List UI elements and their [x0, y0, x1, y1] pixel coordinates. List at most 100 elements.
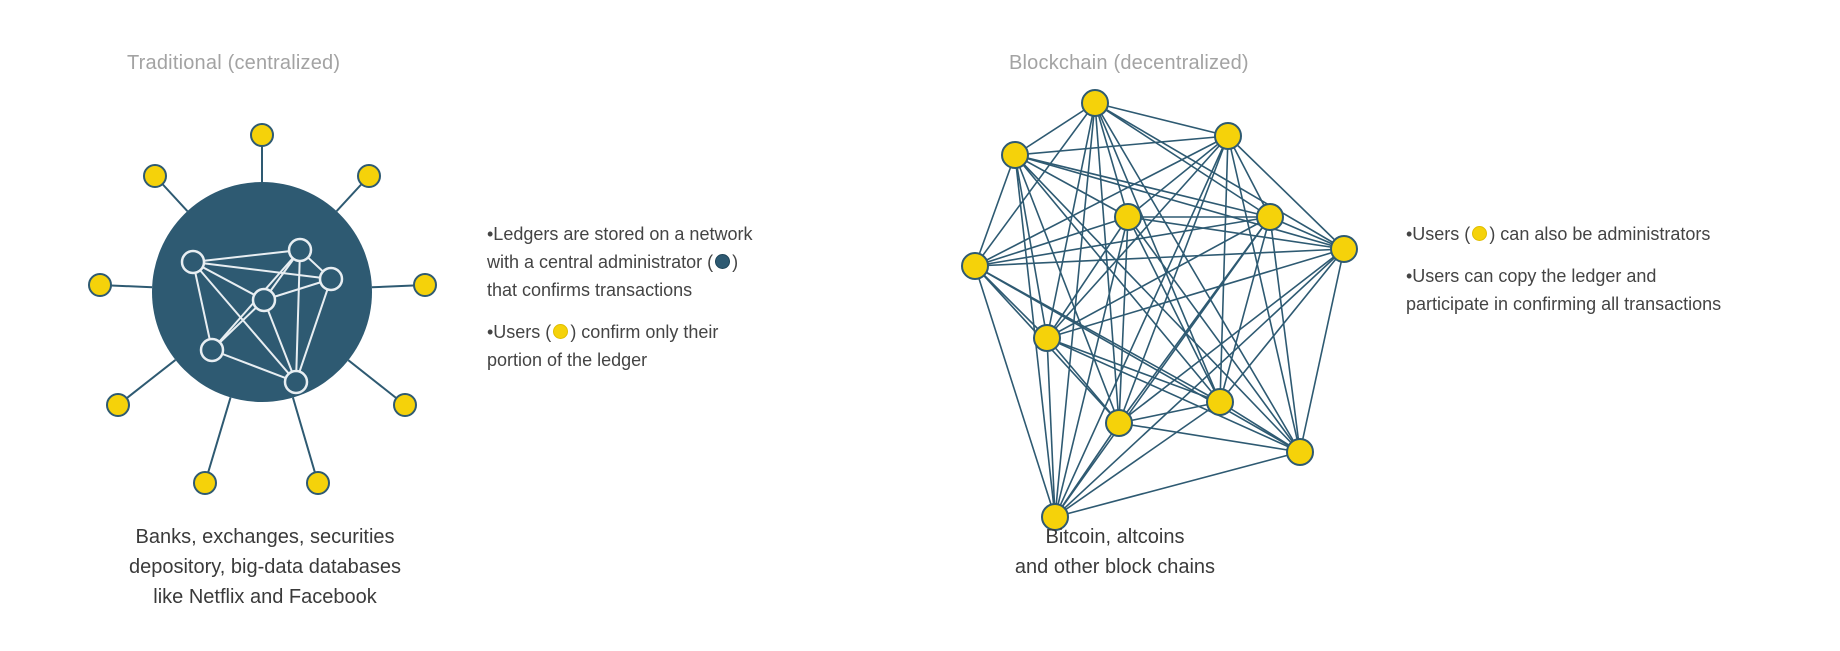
peer-connection-line — [1227, 135, 1301, 453]
peer-connection-line — [1219, 216, 1271, 403]
user-node — [106, 393, 130, 417]
peer-connection-line — [1127, 216, 1345, 250]
user-node — [250, 123, 274, 147]
peer-node — [1330, 235, 1358, 263]
peer-node — [1081, 89, 1109, 117]
user-node — [143, 164, 167, 188]
spoke-line — [204, 397, 232, 484]
inner-ledger-node — [180, 249, 206, 275]
peer-node — [1033, 324, 1061, 352]
peer-connection-line — [1094, 102, 1129, 218]
peer-connection-line — [1046, 337, 1221, 403]
inner-ledger-line — [192, 249, 301, 263]
peer-connection-line — [974, 135, 1229, 267]
peer-node — [1041, 503, 1069, 531]
peer-node — [1214, 122, 1242, 150]
blockchain-caption: Bitcoin, altcoins and other block chains — [1014, 526, 1216, 578]
peer-connection-line — [1054, 135, 1229, 518]
peer-connection-line — [1118, 216, 1129, 424]
inner-ledger-node — [318, 266, 344, 292]
peer-connection-line — [1014, 154, 1271, 218]
peer-connection-line — [974, 216, 1271, 267]
peer-connection-line — [1094, 102, 1229, 137]
peer-connection-line — [1094, 102, 1345, 250]
spoke-line — [347, 359, 406, 406]
traditional-bullet-users: •Users () confirm only their portion of … — [487, 322, 719, 370]
peer-node — [1105, 409, 1133, 437]
peer-connection-line — [1127, 216, 1301, 453]
traditional-bullets: •Ledgers are stored on a network with a … — [487, 220, 817, 388]
peer-connection-line — [1014, 154, 1301, 453]
peer-connection-line — [974, 102, 1096, 267]
peer-connection-line — [1046, 216, 1129, 339]
panel-title-traditional: Traditional (centralized) — [127, 52, 341, 74]
peer-connection-line — [1219, 248, 1345, 403]
peer-connection-line — [974, 248, 1345, 267]
peer-connection-line — [1054, 248, 1345, 518]
peer-connection-line — [1127, 216, 1221, 403]
inner-ledger-line — [295, 278, 332, 383]
peer-connection-line — [1269, 216, 1301, 453]
user-node — [413, 273, 437, 297]
peer-connection-line — [1054, 401, 1221, 518]
peer-connection-line — [1219, 401, 1301, 453]
peer-connection-line — [1014, 154, 1120, 424]
blockchain-bullet-admins: •Users () can also be administrators — [1406, 224, 1711, 244]
peer-connection-line — [974, 265, 1056, 518]
peer-connection-line — [974, 216, 1129, 267]
traditional-caption: Banks, exchanges, securities depository,… — [128, 526, 402, 608]
peer-connection-line — [1118, 401, 1221, 424]
peer-connection-line — [1094, 102, 1221, 403]
traditional-bullet-ledgers: •Ledgers are stored on a network with a … — [487, 224, 753, 300]
inner-ledger-node — [199, 337, 225, 363]
blockchain-bullets: •Users () can also be administrators •Us… — [1406, 220, 1826, 332]
peer-connection-line — [1227, 135, 1345, 250]
peer-connection-line — [1054, 451, 1301, 518]
peer-node — [1286, 438, 1314, 466]
user-node — [193, 471, 217, 495]
peer-connection-line — [1094, 102, 1301, 453]
peer-connection-line — [1014, 154, 1129, 218]
peer-connection-line — [1219, 135, 1229, 403]
user-node — [357, 164, 381, 188]
peer-connection-line — [1014, 154, 1221, 403]
peer-connection-line — [1014, 135, 1229, 156]
peer-connection-line — [1046, 337, 1120, 424]
peer-node — [1206, 388, 1234, 416]
peer-connection-line — [1094, 102, 1120, 424]
peer-connection-line — [1054, 422, 1120, 518]
peer-connection-line — [1118, 248, 1345, 424]
inner-ledger-line — [192, 261, 297, 383]
peer-connection-line — [1054, 216, 1129, 518]
inner-ledger-line — [211, 349, 297, 383]
panel-title-blockchain: Blockchain (decentralized) — [1009, 52, 1249, 74]
inner-ledger-node — [283, 369, 309, 395]
peer-connection-line — [1227, 135, 1271, 218]
peer-node — [1114, 203, 1142, 231]
peer-connection-line — [1046, 216, 1271, 339]
peer-connection-line — [1046, 248, 1345, 339]
peer-connection-line — [1046, 337, 1056, 518]
blockchain-bullet-copy-ledger: •Users can copy the ledger and participa… — [1406, 266, 1722, 314]
peer-connection-line — [1299, 248, 1345, 453]
peer-node — [1256, 203, 1284, 231]
user-node-icon — [553, 324, 569, 339]
user-node — [393, 393, 417, 417]
user-node — [88, 273, 112, 297]
spoke-line — [117, 359, 177, 406]
peer-node — [961, 252, 989, 280]
inner-ledger-line — [192, 261, 213, 351]
decentralized-network — [961, 89, 1358, 531]
peer-connection-line — [1118, 422, 1301, 453]
peer-connection-line — [1014, 154, 1048, 339]
peer-connection-line — [1014, 154, 1345, 250]
inner-ledger-line — [295, 249, 301, 383]
user-node-icon — [1472, 226, 1488, 241]
peer-connection-line — [1014, 102, 1096, 156]
peer-connection-line — [1127, 135, 1229, 218]
inner-ledger-line — [263, 299, 297, 383]
inner-ledger-line — [192, 261, 332, 280]
peer-connection-line — [974, 154, 1016, 267]
user-node — [306, 471, 330, 495]
